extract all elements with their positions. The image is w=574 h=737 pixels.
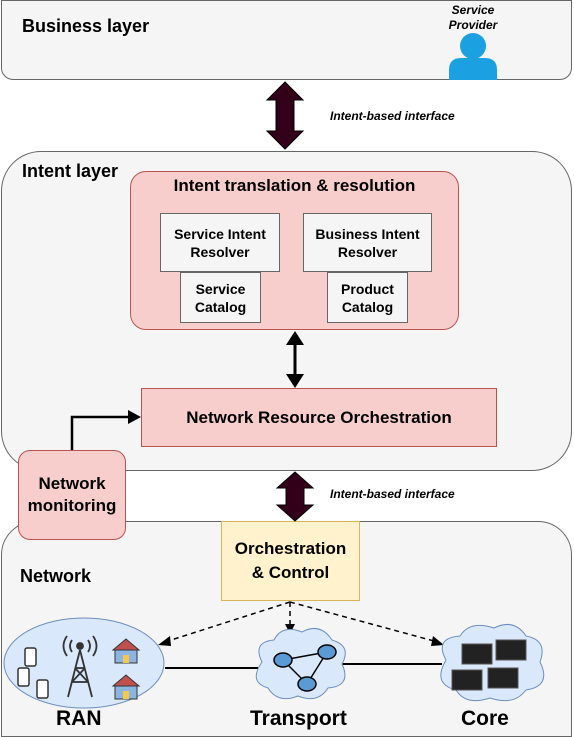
domain-links	[165, 663, 442, 669]
network-layer-title: Network	[20, 566, 92, 586]
intent-interface-label-bottom: Intent-based interface	[330, 487, 455, 501]
orchestration-control: Orchestration & Control	[221, 521, 360, 601]
monitoring-feedback-arrow	[70, 410, 141, 450]
transport-label: Transport	[250, 707, 347, 730]
core-label: Core	[461, 707, 509, 730]
business-intent-resolver: Business Intent Resolver	[303, 213, 432, 272]
translation-orchestration-arrow	[286, 331, 304, 388]
intent-interface-arrow-bottom	[275, 471, 315, 522]
service-intent-resolver: Service Intent Resolver	[160, 213, 280, 272]
house-icons	[111, 638, 141, 700]
intent-interface-arrow-top	[265, 81, 305, 150]
router-icons	[273, 644, 337, 692]
intent-layer-title: Intent layer	[22, 161, 119, 181]
phone-icons	[17, 647, 49, 699]
network-resource-orchestration: Network Resource Orchestration	[141, 388, 497, 447]
service-provider-label: Service Provider	[448, 3, 498, 32]
product-catalog: Product Catalog	[327, 272, 408, 323]
intent-interface-label-top: Intent-based interface	[330, 109, 455, 123]
ran-label: RAN	[56, 707, 102, 730]
antenna-tower-icon	[62, 635, 98, 698]
intent-translation-title: Intent translation & resolution	[173, 176, 416, 195]
control-dashed-arrows	[167, 601, 435, 642]
service-catalog: Service Catalog	[180, 272, 261, 323]
server-icons	[451, 639, 527, 691]
network-monitoring: Network monitoring	[18, 450, 126, 540]
business-layer-title: Business layer	[22, 16, 150, 36]
